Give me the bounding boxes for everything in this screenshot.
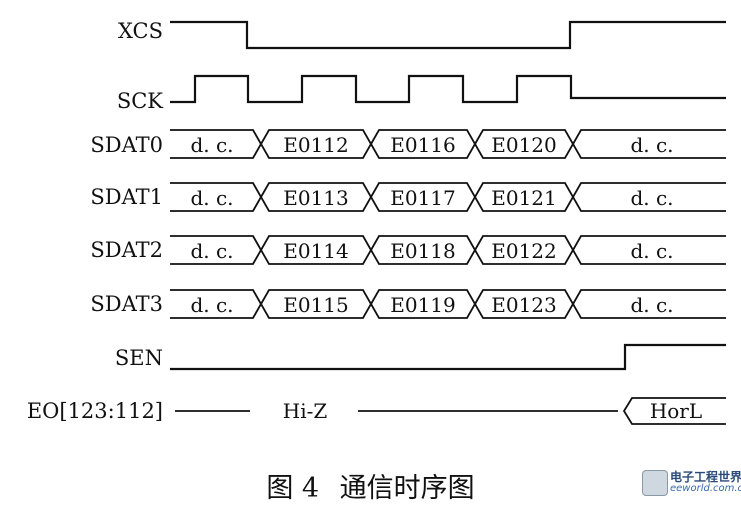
bus-cell-text: E0114 xyxy=(283,239,349,263)
bus-cell-sdat2-4 xyxy=(571,235,726,265)
bus-cell-sdat1-4 xyxy=(571,182,726,212)
bus-cell-text: E0117 xyxy=(390,186,456,210)
bus-row-sdat3: d. c. E0115 E0119 E0123 d. c. xyxy=(170,289,726,319)
signal-label-sdat2: SDAT2 xyxy=(90,238,163,262)
bus-cell-text: E0118 xyxy=(390,239,456,263)
bus-cell-text: E0122 xyxy=(491,239,557,263)
eo-horl-cell xyxy=(622,397,726,425)
bus-cell-text: d. c. xyxy=(630,239,673,263)
signal-label-sck: SCK xyxy=(117,89,163,113)
xcs-waveform xyxy=(170,20,726,50)
eo-horl-label: HorL xyxy=(650,399,702,423)
bus-cell-text: d. c. xyxy=(630,133,673,157)
signal-label-sen: SEN xyxy=(115,346,163,370)
figure-number: 图 4 xyxy=(266,473,320,504)
bus-cell-text: E0119 xyxy=(390,293,456,317)
bus-cell-text: E0112 xyxy=(283,133,349,157)
signal-label-eo: EO[123:112] xyxy=(27,399,163,423)
bus-cell-text: E0120 xyxy=(491,133,557,157)
bus-row-sdat0: d. c. E0112 E0116 E0120 d. c. xyxy=(170,129,726,159)
watermark-logo-icon xyxy=(642,470,668,496)
bus-cell-text: d. c. xyxy=(190,133,233,157)
sck-waveform xyxy=(170,74,726,104)
signal-label-sdat1: SDAT1 xyxy=(90,185,163,209)
bus-cell-text: E0113 xyxy=(283,186,349,210)
bus-cell-text: d. c. xyxy=(190,186,233,210)
sen-waveform xyxy=(170,343,726,371)
signal-label-xcs: XCS xyxy=(118,19,163,43)
signal-label-sdat3: SDAT3 xyxy=(90,292,163,316)
bus-row-sdat2: d. c. E0114 E0118 E0122 d. c. xyxy=(170,235,726,265)
bus-cell-text: d. c. xyxy=(190,293,233,317)
bus-cell-sdat3-4 xyxy=(571,289,726,319)
bus-cell-text: E0121 xyxy=(491,186,557,210)
bus-cell-sdat0-4 xyxy=(571,129,726,159)
bus-cell-text: d. c. xyxy=(630,293,673,317)
bus-cell-text: d. c. xyxy=(190,239,233,263)
bus-row-sdat1: d. c. E0113 E0117 E0121 d. c. xyxy=(170,182,726,212)
bus-cell-text: E0123 xyxy=(491,293,557,317)
eo-hiz-label: Hi-Z xyxy=(283,399,328,423)
bus-cell-text: d. c. xyxy=(630,186,673,210)
signal-label-sdat0: SDAT0 xyxy=(90,133,163,157)
eo-bus: Hi-Z HorL xyxy=(175,397,726,425)
bus-cell-text: E0116 xyxy=(390,133,456,157)
watermark-text-url: eeworld.com.cn xyxy=(670,483,741,494)
figure-caption: 图 4 通信时序图 xyxy=(0,466,741,505)
watermark-text-cn: 电子工程世界 xyxy=(670,470,741,484)
watermark-logo: 电子工程世界 eeworld.com.cn xyxy=(642,470,741,502)
figure-title: 通信时序图 xyxy=(339,473,475,504)
bus-cell-text: E0115 xyxy=(283,293,349,317)
